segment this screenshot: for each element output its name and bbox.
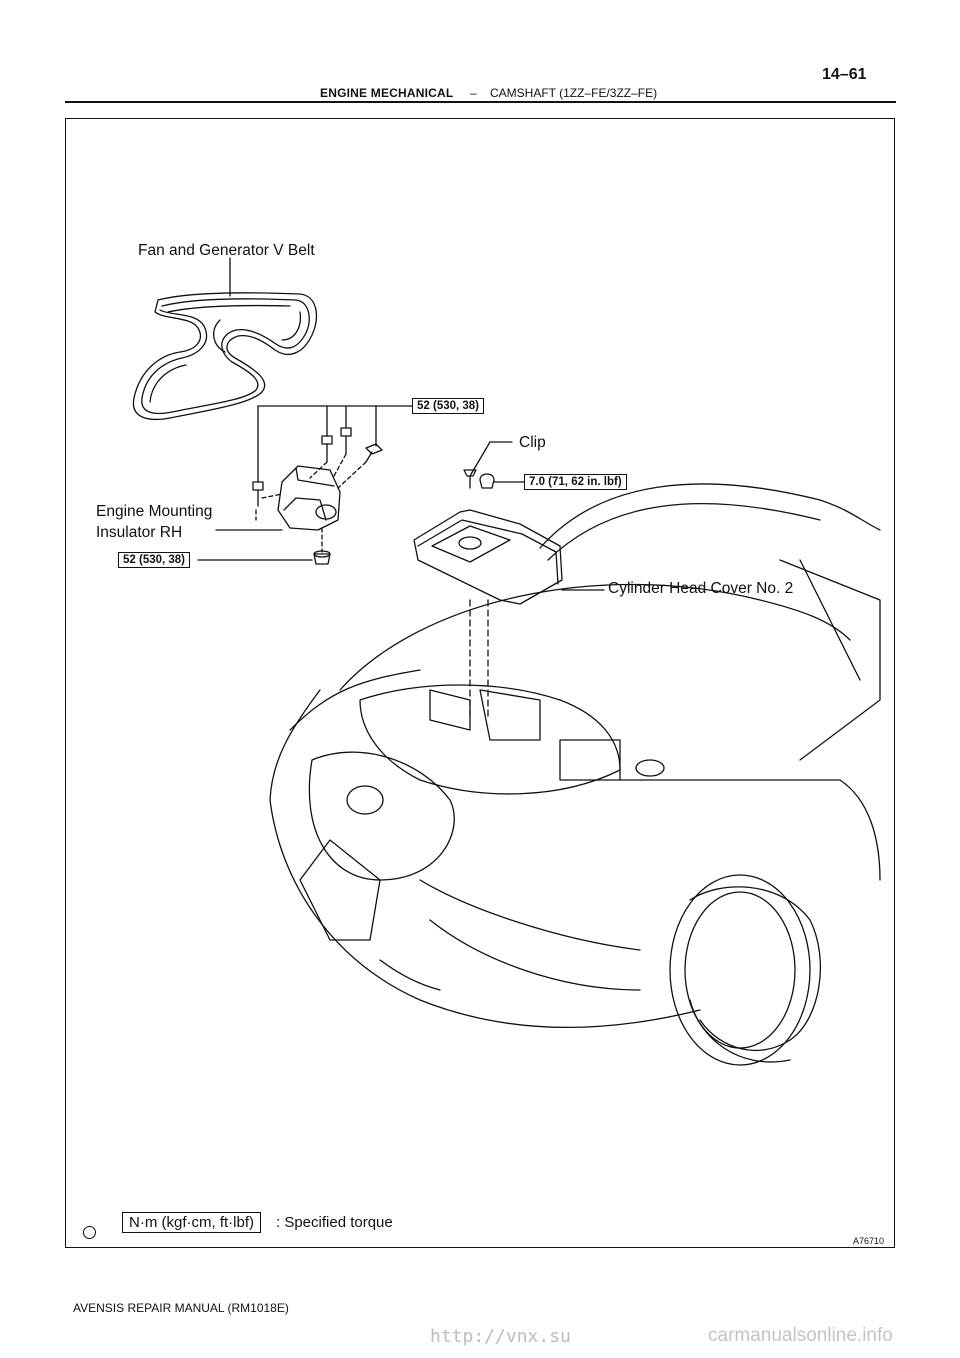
mount-bolt-leaders <box>257 405 413 483</box>
watermark-site: carmanualsonline.info <box>708 1325 893 1346</box>
page-number: 14–61 <box>822 66 867 83</box>
section-title: ENGINE MECHANICAL <box>320 86 454 100</box>
header-rule <box>65 101 896 103</box>
v-belt-drawing <box>132 292 318 421</box>
torque-spec-clip-nut: 7.0 (71, 62 in. lbf) <box>524 474 627 490</box>
label-cylinder-cover: Cylinder Head Cover No. 2 <box>608 580 794 597</box>
mount-bolts <box>252 427 383 507</box>
label-mount-line1: Engine Mounting <box>96 503 213 520</box>
legend-description: : Specified torque <box>276 1214 393 1231</box>
legend-unit-box: N·m (kgf·cm, ft·lbf) <box>122 1212 261 1233</box>
engine-mount-drawing <box>255 453 367 565</box>
watermark-url: http://vnx.su <box>430 1326 571 1347</box>
footer-manual-title: AVENSIS REPAIR MANUAL (RM1018E) <box>73 1301 289 1315</box>
label-v-belt: Fan and Generator V Belt <box>138 242 315 259</box>
header-separator: – <box>470 86 477 100</box>
torque-spec-mount-bolts: 52 (530, 38) <box>412 398 485 414</box>
torque-spec-mount-nut: 52 (530, 38) <box>118 552 191 568</box>
corner-circle-mark <box>83 1226 96 1239</box>
label-clip: Clip <box>519 434 546 451</box>
car-drawing <box>269 483 881 1066</box>
subsection-title: CAMSHAFT (1ZZ–FE/3ZZ–FE) <box>490 86 658 100</box>
clip-drawing <box>463 441 525 489</box>
figure-frame <box>65 118 895 1248</box>
label-mount-line2: Insulator RH <box>96 524 183 541</box>
figure-id: A76710 <box>853 1236 885 1246</box>
